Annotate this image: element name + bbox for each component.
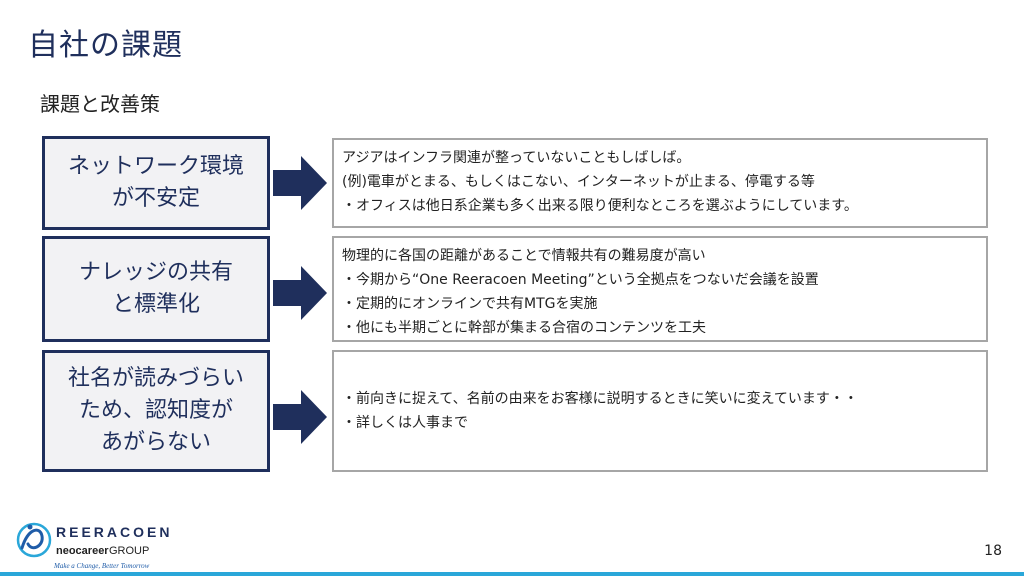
solution-line: 物理的に各国の距離があることで情報共有の難易度が高い [342,248,706,264]
solution-box-company-name: ・前向きに捉えて、名前の由来をお客様に説明するときに笑いに変えています・・ ・詳… [332,350,988,472]
right-arrow-icon [273,156,327,210]
page-number: 18 [984,543,1002,559]
solution-line: (例)電車がとまる、もしくはこない、インターネットが止まる、停電する等 [342,174,815,190]
logo-group-suffix: GROUP [109,545,149,557]
slide-title: 自社の課題 [28,28,183,63]
issue-label: 社名が読みづらい ため、認知度が あがらない [67,366,244,455]
issue-box-company-name: 社名が読みづらい ため、認知度が あがらない [42,350,270,472]
issue-box-network: ネットワーク環境 が不安定 [42,136,270,230]
solution-line: ・詳しくは人事まで [342,415,468,431]
issue-box-knowledge: ナレッジの共有 と標準化 [42,236,270,342]
solution-line: ・他にも半期ごとに幹部が集まる合宿のコンテンツを工夫 [342,320,706,336]
issue-label: ネットワーク環境 が不安定 [67,154,244,211]
solution-box-knowledge: 物理的に各国の距離があることで情報共有の難易度が高い ・今期から“One Ree… [332,236,988,342]
reeracoen-logo: REERACOEN neocareer GROUP Make a Change,… [16,522,172,570]
slide-subtitle: 課題と改善策 [40,92,160,116]
bottom-accent-bar [0,572,1024,576]
solution-line: アジアはインフラ関連が整っていないこともしばしば。 [342,150,691,166]
solution-line: ・定期的にオンラインで共有MTGを実施 [342,296,598,312]
logo-group-prefix: neocareer [56,545,109,557]
solution-line: ・オフィスは他日系企業も多く出来る限り便利なところを選ぶようにしています。 [342,198,858,214]
solution-line: ・今期から“One Reeracoen Meeting”という全拠点をつないだ会… [342,272,819,288]
right-arrow-icon [273,390,327,444]
right-arrow-icon [273,266,327,320]
logo-tagline: Make a Change, Better Tomorrow [53,562,150,570]
issue-label: ナレッジの共有 と標準化 [78,260,233,317]
solution-box-network: アジアはインフラ関連が整っていないこともしばしば。 (例)電車がとまる、もしくは… [332,138,988,228]
solution-line: ・前向きに捉えて、名前の由来をお客様に説明するときに笑いに変えています・・ [342,391,858,407]
logo-brand: REERACOEN [56,524,172,540]
